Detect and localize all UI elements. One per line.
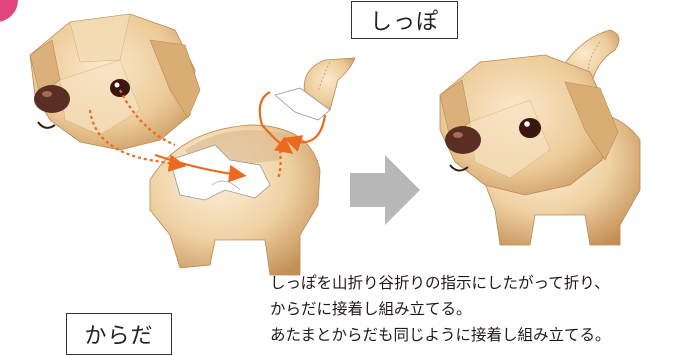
instruction-line: しっぽを山折り谷折りの指示にしたがって折り、 xyxy=(270,274,610,292)
assembly-arrow-icon xyxy=(88,89,327,183)
body-label-text: からだ xyxy=(84,324,154,349)
dog-tail-part xyxy=(274,57,356,121)
assembly-instructions: しっぽを山折り谷折りの指示にしたがって折り、 からだに接着し組み立てる。 あたま… xyxy=(270,270,673,348)
tail-label: しっぽ xyxy=(351,1,458,39)
instruction-line: あたまとからだも同じように接着し組み立てる。 xyxy=(270,326,611,344)
assembled-dog xyxy=(439,29,641,246)
arrow-right-icon xyxy=(350,155,420,225)
tail-label-text: しっぽ xyxy=(369,10,439,35)
dog-head-part xyxy=(29,13,201,151)
instruction-line: からだに接着し組み立てる。 xyxy=(270,300,472,318)
dog-body-part xyxy=(149,124,321,276)
body-label: からだ xyxy=(66,313,172,355)
